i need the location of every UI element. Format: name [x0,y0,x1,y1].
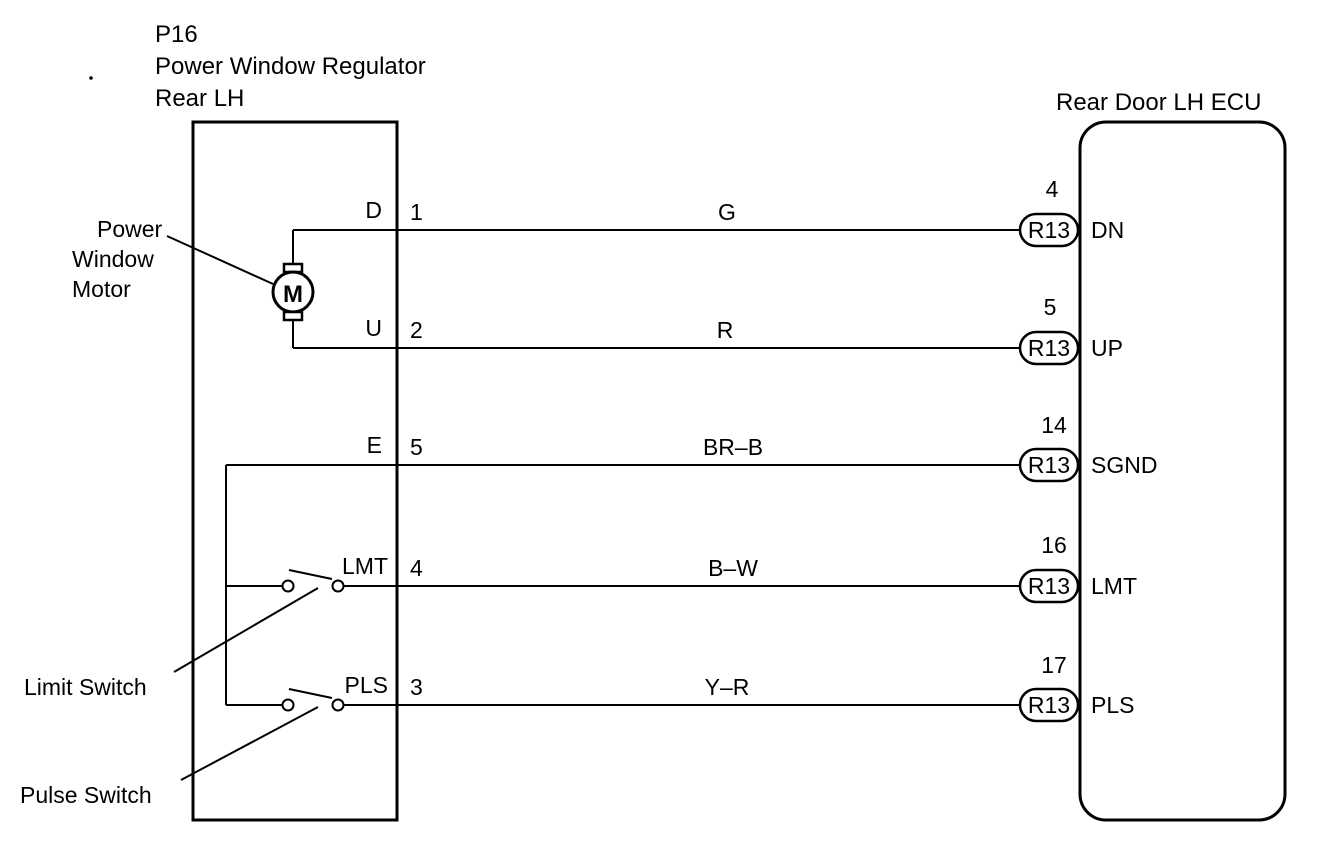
reg-term-lmt: LMT [342,553,388,579]
pulse-switch-leader [180,706,319,781]
connector-sgnd: R13 [1018,447,1080,483]
connector-up: R13 [1018,330,1080,366]
connector-dn: R13 [1018,212,1080,248]
ecu-pin-up: 5 [1044,294,1057,320]
regulator-name: Power Window Regulator [155,53,426,80]
limit-switch-label: Limit Switch [24,674,147,700]
connector-lmt: R13 [1018,568,1080,604]
reg-term-pls: PLS [345,672,388,698]
reg-pin-lmt: 4 [410,555,423,581]
ecu-pin-pls: 17 [1041,652,1067,678]
reg-pin-pls: 3 [410,674,423,700]
svg-text:R13: R13 [1028,452,1070,478]
motor-label-line3: Motor [72,276,131,302]
motor-label-line1: Power [97,216,163,242]
ecu-box [1078,120,1287,822]
motor-label-line2: Window [72,246,154,272]
limit-switch-icon [281,569,345,593]
ecu-name: Rear Door LH ECU [1056,89,1261,116]
ecu-pin-sgnd: 14 [1041,412,1067,438]
svg-text:R13: R13 [1028,335,1070,361]
reg-term-up: U [365,315,382,341]
reg-term-sgnd: E [367,432,382,458]
wire-color-up: R [717,317,734,343]
ecu-pin-lmt: 16 [1041,532,1067,558]
svg-text:R13: R13 [1028,217,1070,243]
wire-color-pls: Y–R [705,674,750,700]
reg-term-dn: D [365,197,382,223]
ecu-pin-dn: 4 [1046,176,1059,202]
ecu-term-sgnd: SGND [1091,452,1157,478]
wire-color-lmt: B–W [708,555,758,581]
pulse-switch-label: Pulse Switch [20,782,152,808]
ecu-term-up: UP [1091,335,1123,361]
reg-pin-sgnd: 5 [410,434,423,460]
motor-symbol: M [283,281,303,308]
wire-color-dn: G [718,199,736,225]
regulator-position: Rear LH [155,85,244,112]
limit-switch-leader [173,587,319,673]
motor-leader-line [166,235,274,285]
regulator-code: P16 [155,21,198,48]
reg-pin-dn: 1 [410,199,423,225]
ecu-term-lmt: LMT [1091,573,1137,599]
stray-dot [89,76,93,80]
reg-pin-up: 2 [410,317,423,343]
ecu-term-pls: PLS [1091,692,1134,718]
pulse-switch-icon [281,688,345,712]
motor-icon [271,230,315,348]
ecu-term-dn: DN [1091,217,1124,243]
connector-pls: R13 [1018,687,1080,723]
svg-text:R13: R13 [1028,573,1070,599]
regulator-box [191,120,399,822]
wire-color-sgnd: BR–B [703,434,763,460]
svg-text:R13: R13 [1028,692,1070,718]
